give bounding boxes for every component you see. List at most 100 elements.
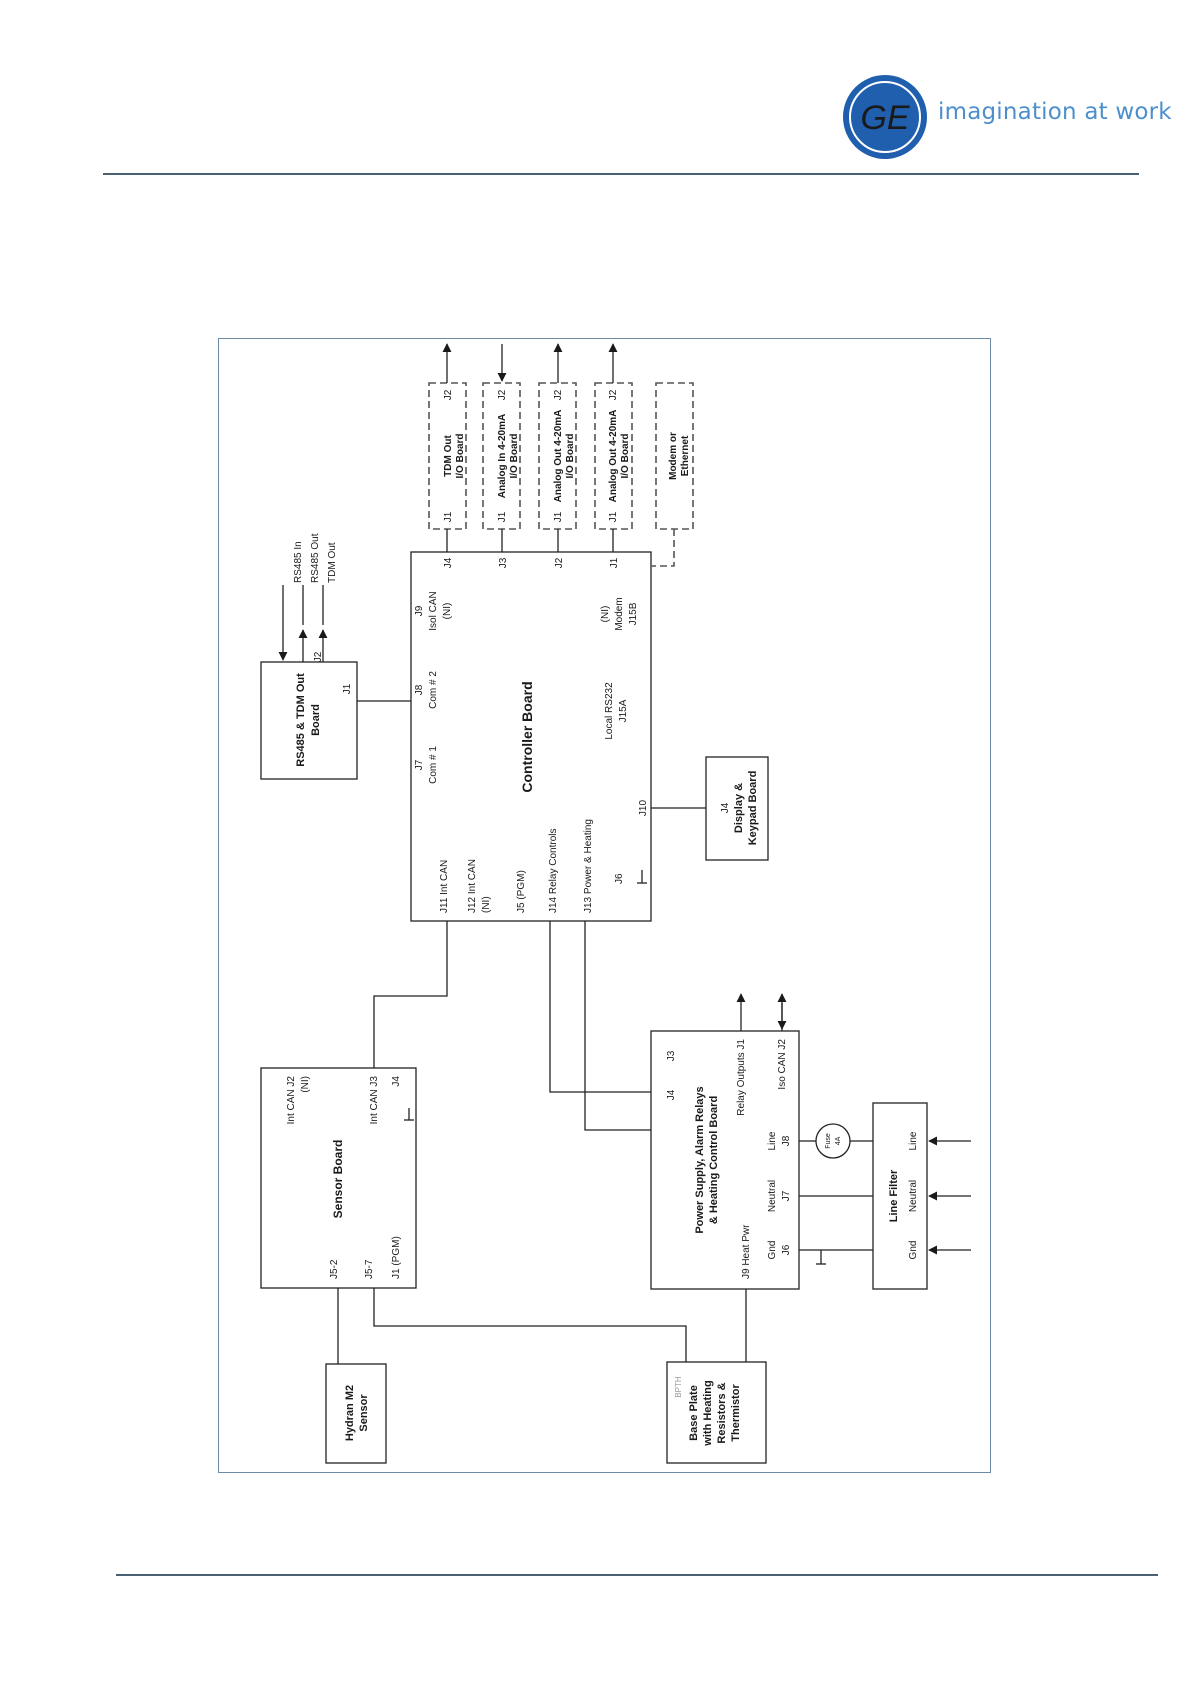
filter-gnd-label: Gnd [908, 1241, 919, 1260]
j7-label: J7 [414, 759, 425, 770]
j6-label: J6 [614, 873, 625, 884]
sensor-j5-7-label: J5-7 [364, 1259, 375, 1279]
j11-label: J11 Int CAN [439, 860, 450, 913]
com2-label: Com # 2 [428, 671, 439, 709]
j13-label: J13 Power & Heating [583, 819, 594, 913]
base-plate-box [666, 1361, 767, 1464]
sensor-board-title: Sensor Board [331, 1140, 345, 1219]
gnd-label: Gnd [767, 1241, 778, 1260]
modem-ni-label: (NI) [600, 606, 611, 623]
block-diagram-canvas: RS485 & TDM Out Board J1 J2 RS485 In RS4… [260, 343, 971, 1464]
j15b-label: J15B [628, 602, 639, 625]
analog-out-2-subtitle: I/O Board [620, 433, 631, 478]
filter-line-label: Line [908, 1131, 919, 1150]
rs485-board-box [260, 661, 358, 780]
sensor-int-can-ni: (NI) [300, 1076, 311, 1093]
local-rs232-label: Local RS232 [604, 682, 615, 740]
rs485-out-label: RS485 Out [310, 533, 321, 583]
j8-label: J8 [414, 684, 425, 695]
sensor-j4-label: J4 [391, 1076, 402, 1087]
sensor-j5-2-label: J5-2 [329, 1259, 340, 1279]
j9-label: J9 [414, 605, 425, 616]
hydran-subtitle: Sensor [358, 1394, 370, 1432]
block-diagram: RS485 & TDM Out Board J1 J2 RS485 In RS4… [218, 338, 991, 1473]
ge-logo-icon: GE [843, 75, 927, 159]
iso-can-label: Iso CAN J2 [777, 1039, 788, 1090]
relay-outputs-label: Relay Outputs J1 [736, 1039, 747, 1116]
ctrl-j4-label: J4 [443, 557, 454, 568]
isol-ni-label: (NI) [442, 603, 453, 620]
header-rule [103, 173, 1139, 175]
power-j7-label: J7 [781, 1190, 792, 1201]
line-filter-title: Line Filter [888, 1169, 900, 1222]
base-plate-code: BPTH [674, 1376, 683, 1398]
display-subtitle: Keypad Board [747, 771, 759, 846]
rs485-board-title: RS485 & TDM Out [295, 673, 307, 767]
sensor-int-can-j2: Int CAN J2 [286, 1076, 297, 1125]
isol-can-label: Isol CAN [428, 591, 439, 630]
neutral-label: Neutral [767, 1180, 778, 1212]
analog-in-j2: J2 [497, 389, 508, 400]
j14-label: J14 Relay Controls [548, 829, 559, 913]
j12-label: J12 Int CAN [467, 859, 478, 913]
fuse-rating: 4A [835, 1136, 842, 1145]
com1-label: Com # 1 [428, 746, 439, 784]
analog-out-1-subtitle: I/O Board [565, 433, 576, 478]
tdm-io-j2: J2 [443, 389, 454, 400]
j12-ni-label: (NI) [481, 896, 492, 913]
ctrl-j3-label: J3 [498, 557, 509, 568]
rs485-j1-label: J1 [342, 683, 353, 694]
fuse-symbol [815, 1123, 851, 1159]
tdm-out-label: TDM Out [327, 542, 338, 583]
power-board-title: Power Supply, Alarm Relays [694, 1086, 706, 1233]
analog-out-1-j2: J2 [553, 389, 564, 400]
controller-board-box [410, 551, 652, 922]
ctrl-j1-label: J1 [609, 557, 620, 568]
footer-rule [116, 1574, 1158, 1576]
heat-pwr-label: J9 Heat Pwr [741, 1224, 752, 1279]
filter-neutral-label: Neutral [908, 1180, 919, 1212]
j5-label: J5 (PGM) [516, 870, 527, 913]
power-j8-label: J8 [781, 1135, 792, 1146]
ctrl-j2-label: J2 [554, 557, 565, 568]
power-supply-board-box [650, 1030, 800, 1290]
line-label: Line [767, 1131, 778, 1150]
fuse-label: Fuse [825, 1133, 832, 1149]
tdm-io-j1: J1 [443, 511, 454, 522]
sensor-int-can-j3: Int CAN J3 [369, 1076, 380, 1125]
brand-logo: GE imagination at work [840, 72, 1172, 162]
analog-out-1-title: Analog Out 4-20mA [553, 410, 564, 503]
analog-out-2-j2: J2 [608, 389, 619, 400]
modem-label: Modem [614, 597, 625, 630]
tdm-io-subtitle: I/O Board [455, 433, 466, 478]
analog-in-title: Analog In 4-20mA [497, 414, 508, 498]
logo-monogram: GE [860, 99, 909, 137]
analog-in-subtitle: I/O Board [509, 433, 520, 478]
power-j6-label: J6 [781, 1244, 792, 1255]
modem-box-title: Modem or [668, 432, 679, 480]
controller-board-title: Controller Board [519, 681, 535, 792]
base-plate-line4: Thermistor [730, 1384, 742, 1442]
j15a-label: J15A [618, 699, 629, 722]
rs485-in-label: RS485 In [293, 541, 304, 583]
display-title: Display & [733, 783, 745, 833]
display-j4-label: J4 [720, 802, 731, 813]
power-j4-label: J4 [666, 1089, 677, 1100]
analog-out-1-j1: J1 [553, 511, 564, 522]
base-plate-line3: Resistors & [716, 1382, 728, 1443]
brand-tagline: imagination at work [938, 99, 1172, 125]
rs485-board-subtitle: Board [310, 704, 322, 736]
analog-out-2-j1: J1 [608, 511, 619, 522]
base-plate-line2: with Heating [702, 1380, 714, 1446]
analog-in-j1: J1 [497, 511, 508, 522]
hydran-sensor-box [325, 1363, 387, 1464]
j10-label: J10 [638, 800, 649, 817]
modem-box-subtitle: Ethernet [680, 435, 691, 476]
base-plate-line1: Base Plate [688, 1385, 700, 1441]
sensor-j1-pgm-label: J1 (PGM) [391, 1236, 402, 1279]
analog-out-2-title: Analog Out 4-20mA [608, 410, 619, 503]
hydran-title: Hydran M2 [344, 1385, 356, 1441]
power-board-subtitle: & Heating Control Board [708, 1096, 720, 1224]
power-j3-label: J3 [666, 1050, 677, 1061]
tdm-io-title: TDM Out [443, 435, 454, 477]
